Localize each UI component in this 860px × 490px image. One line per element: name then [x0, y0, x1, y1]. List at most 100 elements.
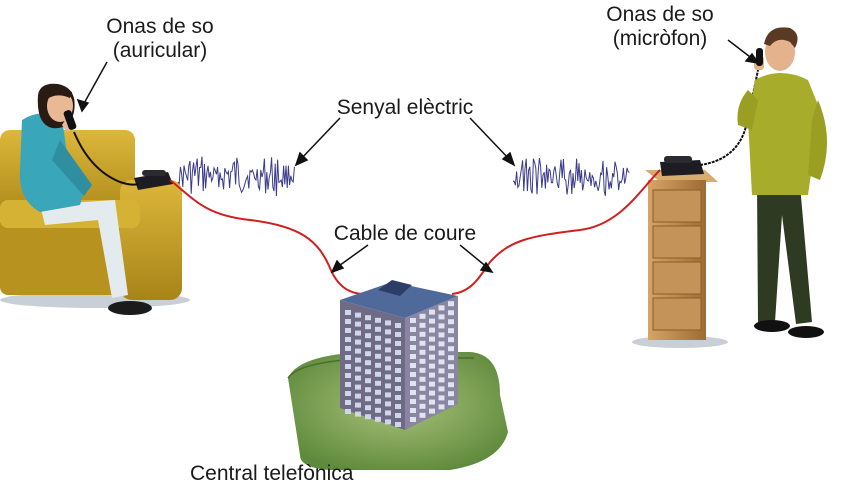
- label-sound-waves-earpiece-line1: Onas de so: [106, 15, 214, 38]
- label-sound-waves-microphone-line1: Onas de so: [606, 3, 714, 26]
- telephone-icon: [134, 170, 173, 190]
- building-window: [429, 318, 435, 324]
- building-window: [395, 350, 401, 355]
- building-window: [429, 327, 435, 333]
- building-window: [365, 378, 371, 384]
- building-window: [410, 318, 416, 323]
- building-window: [419, 340, 426, 346]
- building-window: [410, 363, 416, 368]
- building-window: [438, 386, 445, 392]
- building-window: [385, 338, 391, 344]
- building-window: [345, 355, 351, 360]
- building-window: [385, 410, 391, 416]
- building-window: [345, 346, 351, 351]
- building-window: [355, 384, 361, 390]
- building-window: [429, 354, 435, 360]
- building-window: [438, 341, 445, 347]
- building-window: [410, 390, 416, 395]
- building-window: [385, 329, 391, 335]
- building-window: [419, 349, 426, 355]
- building-window: [448, 310, 454, 316]
- building-window: [355, 321, 361, 327]
- building-window: [395, 359, 401, 364]
- building-window: [375, 353, 381, 359]
- sound-wave-icon: [177, 156, 295, 197]
- building-window: [355, 348, 361, 354]
- building-window: [365, 333, 371, 339]
- building-window: [438, 377, 445, 383]
- building-window: [448, 373, 454, 379]
- building-window: [345, 328, 351, 333]
- building-window: [375, 344, 381, 350]
- building-window: [429, 336, 435, 342]
- building-window: [395, 404, 401, 409]
- building-window: [375, 398, 381, 404]
- telephone-icon-right: [660, 156, 704, 176]
- building-window: [419, 331, 426, 337]
- woman-on-phone-icon: [19, 83, 152, 315]
- building-window: [410, 399, 416, 404]
- building-window: [385, 356, 391, 362]
- building-window: [365, 414, 371, 420]
- building-window: [448, 391, 454, 397]
- building-window: [365, 360, 371, 366]
- building-window: [410, 327, 416, 332]
- building-window: [365, 387, 371, 393]
- building-window: [419, 403, 426, 409]
- building-window: [438, 404, 445, 410]
- building-window: [448, 346, 454, 352]
- building-window: [395, 332, 401, 337]
- building-window: [419, 358, 426, 364]
- building-window: [419, 322, 426, 328]
- building-window: [448, 337, 454, 343]
- building-window: [448, 319, 454, 325]
- building-window: [375, 326, 381, 332]
- building-window: [365, 405, 371, 411]
- building-window: [448, 328, 454, 334]
- sound-wave-icon: [512, 158, 630, 196]
- building-window: [410, 372, 416, 377]
- building-window: [410, 345, 416, 350]
- building-window: [395, 323, 401, 328]
- building-window: [365, 369, 371, 375]
- building-window: [429, 345, 435, 351]
- building-window: [438, 314, 445, 320]
- building-window: [448, 355, 454, 361]
- label-sound-waves-microphone-line2: (micròfon): [612, 27, 708, 50]
- label-telephone-exchange: Central telefònica: [190, 462, 354, 485]
- building-window: [385, 320, 391, 326]
- building-window: [395, 341, 401, 346]
- building-window: [375, 335, 381, 341]
- building-window: [345, 409, 351, 414]
- handset-cord-right: [699, 69, 759, 166]
- building-window: [448, 301, 454, 307]
- building-window: [355, 330, 361, 336]
- building-window: [419, 376, 426, 382]
- man-on-phone-icon: [737, 27, 828, 338]
- building-window: [429, 372, 435, 378]
- building-window: [345, 337, 351, 342]
- building-icon: [287, 280, 508, 470]
- building-window: [395, 395, 401, 400]
- building-window: [438, 350, 445, 356]
- building-window: [355, 366, 361, 372]
- building-window: [419, 367, 426, 373]
- building-window: [365, 342, 371, 348]
- building-window: [385, 347, 391, 353]
- building-window: [365, 351, 371, 357]
- building-window: [410, 381, 416, 386]
- label-electric-signal: Senyal elèctric: [336, 96, 474, 119]
- building-window: [429, 309, 435, 315]
- building-window: [355, 339, 361, 345]
- building-window: [410, 354, 416, 359]
- building-window: [395, 413, 401, 418]
- label-sound-waves-microphone: Onas de so (micròfon): [590, 3, 730, 51]
- building-window: [438, 323, 445, 329]
- building-window: [395, 368, 401, 373]
- label-arrows: [76, 39, 760, 274]
- building-window: [375, 407, 381, 413]
- building-window: [395, 377, 401, 382]
- building-windows: [345, 301, 454, 427]
- building-window: [355, 402, 361, 408]
